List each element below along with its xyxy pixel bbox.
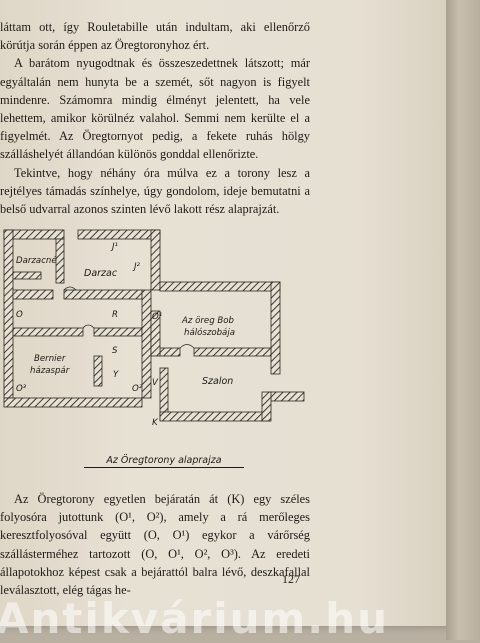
label-haloszobaja: hálószobája (184, 328, 235, 338)
paragraph-3: Tekintve, hogy néhány óra múlva ez a tor… (0, 165, 310, 217)
wall-upper-bottom-right (63, 289, 143, 300)
label-o2: O² (132, 384, 143, 394)
label-hazaspar: házaspár (30, 366, 70, 376)
wall-corridor-right-2 (150, 310, 161, 357)
label-j2: J² (134, 262, 140, 272)
wall-bob-bottom (159, 347, 181, 357)
wall-partition-darzacne (55, 238, 65, 284)
label-r: R (112, 310, 118, 320)
page-number: 127 (282, 572, 300, 586)
wall-szalon-right-ext (269, 391, 305, 402)
watermark: Antikvárium.hu (0, 594, 390, 643)
label-v: V (152, 378, 158, 388)
label-darzacne: Darzacné (16, 256, 57, 266)
wall-upper-bottom-left (12, 289, 54, 300)
label-o1: O¹ (152, 312, 163, 322)
label-o: O (16, 310, 23, 320)
book-spine (446, 0, 480, 640)
wall-middle-left (12, 327, 84, 337)
wall-bob-bottom-right (193, 347, 272, 357)
label-y: Y (113, 370, 119, 380)
wall-bernier-inner (93, 355, 103, 387)
top-text-block: láttam ott, így Rouletabille után indult… (0, 18, 310, 218)
wall-szalon-right (261, 391, 272, 422)
door-arc-1 (63, 286, 77, 291)
wall-right-top (159, 281, 281, 292)
door-arc-3 (179, 344, 195, 349)
label-o3: O³ (16, 384, 27, 394)
paragraph-1: láttam ott, így Rouletabille után indult… (0, 20, 310, 53)
floor-plan-caption: Az Öregtorony alaprajza (84, 455, 244, 468)
wall-bottom (3, 397, 143, 408)
floor-plan: Darzacné Darzac J¹ J² O R O¹ Az öreg Bob… (0, 228, 306, 440)
wall-left (3, 229, 14, 399)
label-s: S (112, 346, 118, 356)
door-arc-2 (82, 324, 95, 329)
floor-plan-drawing (3, 229, 305, 422)
paragraph-2: A barátom nyugodtnak és összeszedettnek … (0, 56, 310, 162)
label-j1: J¹ (112, 242, 118, 252)
wall-right-upper (270, 281, 281, 375)
wall-darzacne-bottom (12, 271, 42, 280)
book-page: láttam ott, így Rouletabille után indult… (0, 0, 450, 626)
paragraph-4: Az Öregtorony egyetlen bejáratán át (K) … (0, 492, 310, 598)
wall-top-mid (77, 229, 161, 240)
label-darzac: Darzac (84, 268, 118, 279)
wall-darzac-right (150, 229, 161, 291)
wall-corridor-right (141, 289, 152, 399)
wall-szalon-bottom (159, 411, 271, 422)
label-szalon: Szalon (202, 376, 234, 387)
label-k: K (152, 418, 158, 428)
label-oreg-bob: Az öreg Bob (182, 316, 234, 326)
label-bernier: Bernier (34, 354, 66, 364)
bottom-text-block: Az Öregtorony egyetlen bejáratán át (K) … (0, 490, 310, 599)
wall-middle-right (93, 327, 143, 337)
